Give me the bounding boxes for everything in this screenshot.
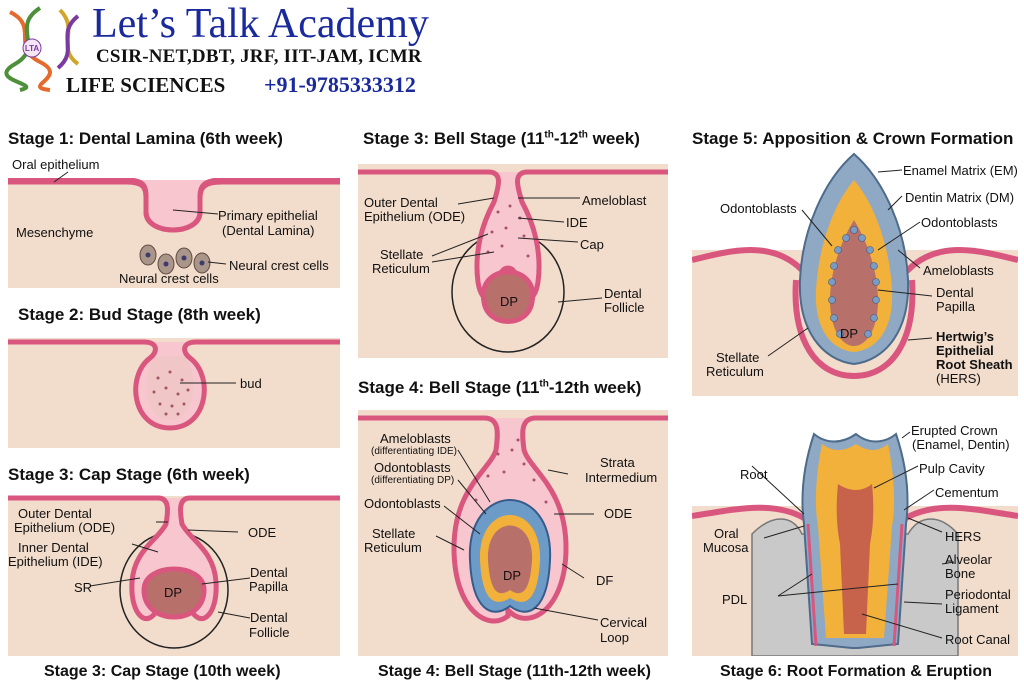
stage3-cap-diagram — [8, 490, 340, 656]
label-s6-ligament: Ligament — [945, 601, 999, 616]
label-outer-dental: Outer Dental — [18, 506, 92, 521]
label-s6-pdl: PDL — [722, 592, 748, 607]
label-bell-outer-dental: Outer Dental — [364, 195, 438, 210]
label-s6-alveolar: Alveolar — [945, 552, 992, 567]
label-s5-hertwigs-3: Root Sheath — [936, 357, 1013, 372]
neural-crest-cells — [139, 244, 211, 275]
label-s4-reticulum: Reticulum — [364, 540, 422, 555]
label-s4-diff-dp: (differentiating DP) — [371, 475, 455, 486]
label-s6-periodontal: Periodontal — [945, 587, 1011, 602]
label-bud: bud — [240, 376, 262, 391]
label-s4-diff-ide: (differentiating IDE) — [371, 446, 457, 457]
label-bell-ide: IDE — [566, 215, 588, 230]
label-s4-intermedium: Intermedium — [585, 470, 658, 485]
stage6-caption: Stage 6: Root Formation & Eruption — [720, 663, 992, 680]
label-inner-dental: Inner Dental — [18, 540, 89, 555]
label-s4-odontoblasts-2: Odontoblasts — [364, 496, 441, 511]
label-s4-df: DF — [596, 573, 614, 588]
stratum-cells — [474, 438, 548, 504]
life-sciences-label: LIFE SCIENCES — [66, 73, 226, 97]
label-s4-stellate: Stellate — [372, 526, 416, 541]
label-dental-follicle-1: Dental — [250, 610, 288, 625]
stage5-title: Stage 5: Apposition & Crown Formation — [692, 129, 1014, 148]
stage3-cap-caption: Stage 3: Cap Stage (10th week) — [44, 663, 281, 680]
label-s5-enamel-matrix: Enamel Matrix (EM) — [903, 163, 1018, 178]
label-neural-crest-left: Neural crest cells — [119, 271, 219, 286]
label-s6-oral: Oral — [714, 526, 739, 541]
label-s6-root: Root — [740, 467, 768, 482]
stage6-diagram — [692, 431, 1018, 656]
label-s5-hertwigs-1: Hertwig’s — [936, 329, 995, 344]
label-epithelium-ode: Epithelium (ODE) — [14, 520, 116, 535]
label-bell-follicle: Follicle — [604, 300, 645, 315]
exam-list: CSIR-NET,DBT, JRF, IIT-JAM, ICMR — [96, 46, 422, 67]
label-s4-ode: ODE — [604, 506, 633, 521]
label-s5-ameloblasts: Ameloblasts — [923, 263, 994, 278]
label-s5-hertwigs-2: Epithelial — [936, 343, 994, 358]
stellate-cells — [486, 204, 530, 258]
stage4-caption: Stage 4: Bell Stage (11th-12th week) — [378, 663, 651, 680]
label-dental-follicle-2: Follicle — [249, 625, 290, 640]
label-s6-cementum: Cementum — [935, 485, 999, 500]
label-mesenchyme: Mesenchyme — [16, 225, 94, 240]
label-bell-ameloblast: Ameloblast — [582, 193, 647, 208]
label-s5-papilla: Papilla — [936, 299, 976, 314]
label-bell-stellate: Stellate — [380, 247, 424, 262]
label-bell-epithelium-ode: Epithelium (ODE) — [364, 209, 466, 224]
stage5-diagram — [692, 152, 1018, 396]
label-bell-dental: Dental — [604, 286, 642, 301]
odontoblast-row — [828, 226, 880, 338]
label-s5-odontoblasts-right: Odontoblasts — [921, 215, 998, 230]
label-dental-lamina: (Dental Lamina) — [222, 223, 315, 238]
label-s4-cervical: Cervical — [600, 615, 647, 630]
label-bell-reticulum: Reticulum — [372, 261, 430, 276]
label-s5-odontoblasts-left: Odontoblasts — [720, 201, 797, 216]
label-s4-ameloblasts: Ameloblasts — [380, 431, 451, 446]
label-neural-crest-right: Neural crest cells — [229, 258, 329, 273]
label-s6-erupted-crown: Erupted Crown — [911, 423, 998, 438]
label-s6-mucosa: Mucosa — [703, 540, 749, 555]
label-s6-root-canal: Root Canal — [945, 632, 1011, 647]
label-dp-cap: DP — [164, 585, 183, 600]
label-s4-strata: Strata — [600, 455, 635, 470]
stage3-bell-diagram — [358, 152, 668, 358]
brand-title: Let’s Talk Academy — [92, 1, 429, 47]
label-bell-dp: DP — [500, 294, 519, 309]
phone-number: +91-9785333312 — [264, 72, 416, 97]
stage2-title: Stage 2: Bud Stage (8th week) — [18, 305, 261, 324]
label-s4-odontoblasts-1: Odontoblasts — [374, 460, 451, 475]
label-s4-loop: Loop — [600, 630, 629, 645]
label-primary-epithelial: Primary epithelial — [218, 208, 318, 223]
label-s5-dental: Dental — [936, 285, 974, 300]
label-s6-hers: HERS — [945, 529, 982, 544]
label-bell-cap: Cap — [580, 237, 604, 252]
label-dental-papilla-1: Dental — [250, 565, 288, 580]
label-epithelium-ide: Epithelium (IDE) — [8, 554, 103, 569]
stage4-title: Stage 4: Bell Stage (11th-12th week) — [358, 378, 642, 397]
label-dental-papilla-2: Papilla — [249, 579, 289, 594]
label-oral-epithelium: Oral epithelium — [12, 157, 100, 172]
label-ode: ODE — [248, 525, 277, 540]
stage2-diagram — [8, 328, 340, 448]
label-s5-hers: (HERS) — [936, 371, 981, 386]
label-s6-enamel-dentin: (Enamel, Dentin) — [912, 437, 1010, 452]
dna-helix-icon — [4, 6, 80, 92]
stage3-cap-title: Stage 3: Cap Stage (6th week) — [8, 465, 250, 484]
bud-cells — [152, 370, 190, 416]
label-s5-stellate: Stellate — [716, 350, 760, 365]
label-s4-dp: DP — [503, 568, 522, 583]
stage1-diagram — [8, 152, 340, 288]
label-s5-reticulum: Reticulum — [706, 364, 764, 379]
label-s5-dp: DP — [840, 326, 859, 341]
stage4-diagram — [358, 410, 668, 656]
label-s6-bone: Bone — [945, 566, 976, 581]
label-sr: SR — [74, 580, 93, 595]
label-s5-dentin-matrix: Dentin Matrix (DM) — [905, 190, 1015, 205]
logo-text: LTA — [25, 44, 40, 53]
stage3-bell-title: Stage 3: Bell Stage (11th-12th week) — [363, 129, 640, 148]
stage1-title: Stage 1: Dental Lamina (6th week) — [8, 129, 283, 148]
label-s6-pulp-cavity: Pulp Cavity — [919, 461, 985, 476]
academy-logo: LTA — [4, 6, 80, 92]
